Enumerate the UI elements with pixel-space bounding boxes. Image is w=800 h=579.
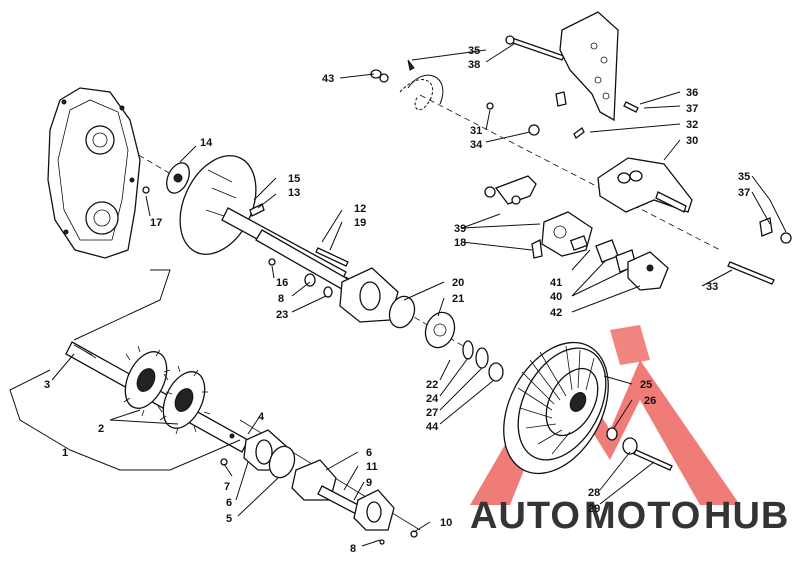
bearing-flange bbox=[339, 267, 456, 349]
callout-20: 20 bbox=[452, 277, 464, 289]
callout-11: 11 bbox=[366, 461, 378, 473]
callout-16: 16 bbox=[276, 277, 288, 289]
callout-42: 42 bbox=[550, 307, 562, 319]
callout-6-upper: 6 bbox=[366, 447, 372, 459]
callout-44: 44 bbox=[426, 421, 439, 433]
driven-clutch bbox=[503, 341, 609, 475]
callout-23: 23 bbox=[276, 309, 288, 321]
upper-bracket bbox=[555, 11, 639, 122]
callout-38: 38 bbox=[468, 59, 480, 71]
callout-39: 39 bbox=[454, 223, 466, 235]
brake-caliper bbox=[541, 211, 669, 291]
caliper-bracket bbox=[597, 157, 693, 213]
callout-7: 7 bbox=[224, 481, 230, 493]
callout-1: 1 bbox=[62, 447, 68, 459]
callout-17: 17 bbox=[150, 217, 162, 229]
chaincase-housing bbox=[47, 87, 141, 259]
callout-40: 40 bbox=[550, 291, 562, 303]
callout-28: 28 bbox=[588, 487, 600, 499]
callout-21: 21 bbox=[452, 293, 464, 305]
callout-27: 27 bbox=[426, 407, 438, 419]
callout-30: 30 bbox=[686, 135, 698, 147]
callout-12: 12 bbox=[354, 203, 366, 215]
callout-29: 29 bbox=[588, 503, 600, 515]
callout-25: 25 bbox=[640, 379, 652, 391]
watermark-hub: HUB bbox=[704, 495, 789, 537]
small-hardware bbox=[142, 186, 385, 545]
callout-41: 41 bbox=[550, 277, 562, 289]
callout-31: 31 bbox=[470, 125, 482, 137]
drive-axle bbox=[65, 341, 249, 453]
callout-10: 10 bbox=[440, 517, 452, 529]
right-hardware bbox=[486, 102, 792, 285]
callout-9: 9 bbox=[366, 477, 372, 489]
callout-5: 5 bbox=[226, 513, 232, 525]
callout-36: 36 bbox=[686, 87, 698, 99]
brake-hose bbox=[399, 59, 444, 111]
spacers-washers bbox=[462, 340, 504, 382]
callout-labels: 1 2 3 4 5 6 6 7 8 8 9 10 11 12 13 14 15 … bbox=[44, 45, 750, 555]
callout-34: 34 bbox=[470, 139, 483, 151]
callout-8-lower: 8 bbox=[350, 543, 356, 555]
brake-disc bbox=[166, 155, 257, 255]
callout-22: 22 bbox=[426, 379, 438, 391]
top-bolt-nut bbox=[370, 35, 565, 83]
callout-13: 13 bbox=[288, 187, 300, 199]
callout-24: 24 bbox=[426, 393, 439, 405]
clutch-bolt bbox=[606, 427, 673, 471]
callout-37-right: 37 bbox=[738, 187, 750, 199]
callout-2: 2 bbox=[98, 423, 104, 435]
watermark-auto: AUTO bbox=[470, 495, 581, 537]
callout-6-lower: 6 bbox=[226, 497, 232, 509]
callout-4: 4 bbox=[258, 411, 265, 423]
axle-bearing-housing bbox=[229, 429, 418, 538]
callout-35-right: 35 bbox=[738, 171, 750, 183]
callout-35-top: 35 bbox=[468, 45, 480, 57]
callout-3: 3 bbox=[44, 379, 50, 391]
callout-18: 18 bbox=[454, 237, 466, 249]
watermark-moto: MOTO bbox=[584, 495, 701, 537]
callout-14: 14 bbox=[200, 137, 213, 149]
callout-43: 43 bbox=[322, 73, 334, 85]
callout-37-top: 37 bbox=[686, 103, 698, 115]
callout-8-upper: 8 bbox=[278, 293, 284, 305]
callout-26: 26 bbox=[644, 395, 656, 407]
callout-33: 33 bbox=[706, 281, 718, 293]
callout-19: 19 bbox=[354, 217, 366, 229]
callout-32: 32 bbox=[686, 119, 698, 131]
callout-15: 15 bbox=[288, 173, 300, 185]
brake-actuator bbox=[484, 124, 543, 259]
leader-lines bbox=[9, 43, 787, 547]
